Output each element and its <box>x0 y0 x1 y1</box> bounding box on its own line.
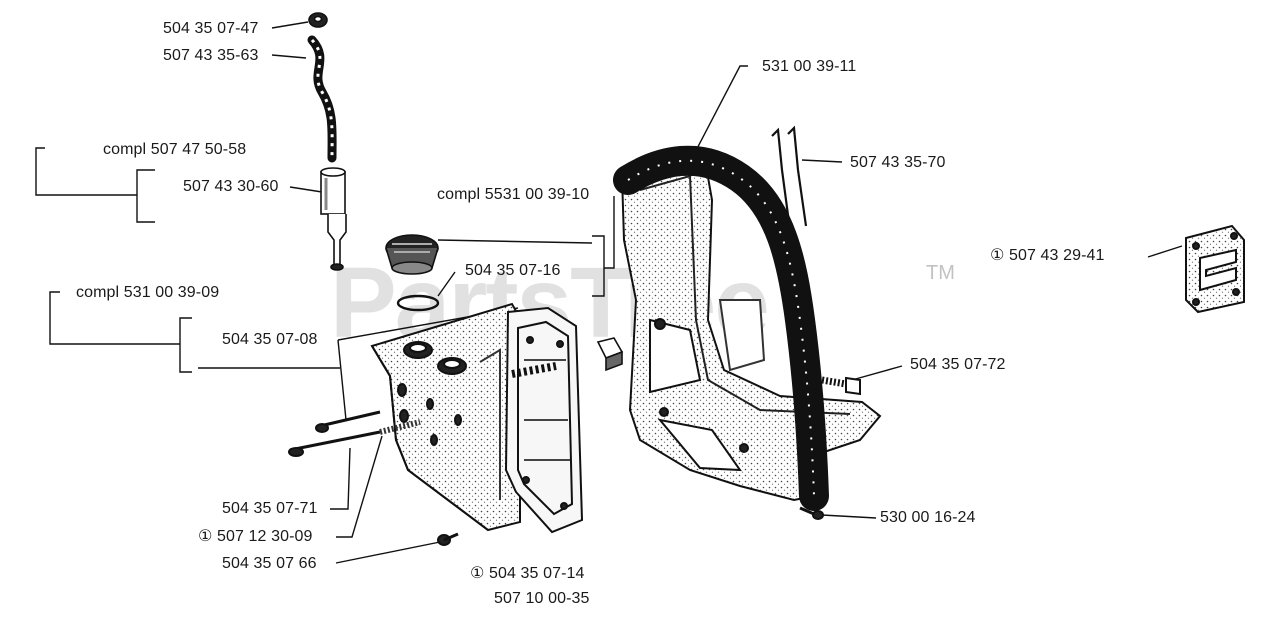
leader-507433570 <box>801 159 843 163</box>
trademark-mark: TM <box>926 262 955 284</box>
spring <box>511 362 557 378</box>
leader-531003911 <box>689 65 748 163</box>
fuel-hose <box>307 35 337 163</box>
leader-507432941 <box>1147 245 1183 258</box>
leader-530001624 <box>821 514 877 519</box>
plate-part <box>1185 224 1245 314</box>
part-label: 504 35 07-71 <box>222 500 318 517</box>
part-label: ① 507 43 29-41 <box>990 247 1105 264</box>
leader-507123009 <box>336 435 383 538</box>
bracket-507433060 <box>136 169 155 223</box>
fuel-tank <box>370 302 521 532</box>
leader-507433060 <box>289 186 323 193</box>
leader-504350766 <box>335 541 441 564</box>
part-label: 507 43 35-63 <box>163 47 259 64</box>
padded-strap <box>613 145 829 511</box>
part-label: ① 504 35 07-14 <box>470 565 585 582</box>
part-label: 504 35 07-47 <box>163 20 259 37</box>
assembly-label: compl 5531 00 39-10 <box>437 186 590 203</box>
leader-504350716 <box>437 271 456 297</box>
part-label: 507 43 35-70 <box>850 154 946 171</box>
gasket-plate <box>504 306 584 534</box>
bolt-right <box>821 376 861 396</box>
part-label: 530 00 16-24 <box>880 509 976 526</box>
leader-504350771 <box>330 447 351 510</box>
leader-gasket <box>337 339 347 421</box>
part-label: 504 35 07-72 <box>910 356 1006 373</box>
leader-507433563 <box>271 54 307 59</box>
leader-504350772 <box>851 365 903 381</box>
part-label: 507 10 00-35 <box>494 590 590 607</box>
bracket-507475058 <box>35 147 137 196</box>
leader-504350747 <box>271 21 309 29</box>
screws <box>288 410 459 546</box>
fuel-cap <box>385 234 439 275</box>
part-label: 504 35 07 66 <box>222 555 317 572</box>
leader-cap <box>437 239 593 244</box>
part-label: 504 35 07-16 <box>465 262 561 279</box>
assembly-label: compl 531 00 39-09 <box>76 284 220 301</box>
part-label: 504 35 07-08 <box>222 331 318 348</box>
bracket-5531003910 <box>604 196 615 269</box>
part-label: ① 507 12 30-09 <box>198 528 313 545</box>
o-ring <box>396 294 440 312</box>
part-label: 507 43 30-60 <box>183 178 279 195</box>
bracket-504350708 <box>179 317 192 373</box>
assembly-label: compl 507 47 50-58 <box>103 141 247 158</box>
screw-bottom <box>799 506 824 520</box>
hooks <box>771 125 808 231</box>
square-nut <box>596 337 646 372</box>
bracket-531003909 <box>49 291 180 345</box>
fuel-filter <box>320 167 347 271</box>
part-label: 531 00 39-11 <box>762 58 857 75</box>
nut-part <box>308 12 328 28</box>
bracket-5531003910-inner <box>592 235 605 297</box>
